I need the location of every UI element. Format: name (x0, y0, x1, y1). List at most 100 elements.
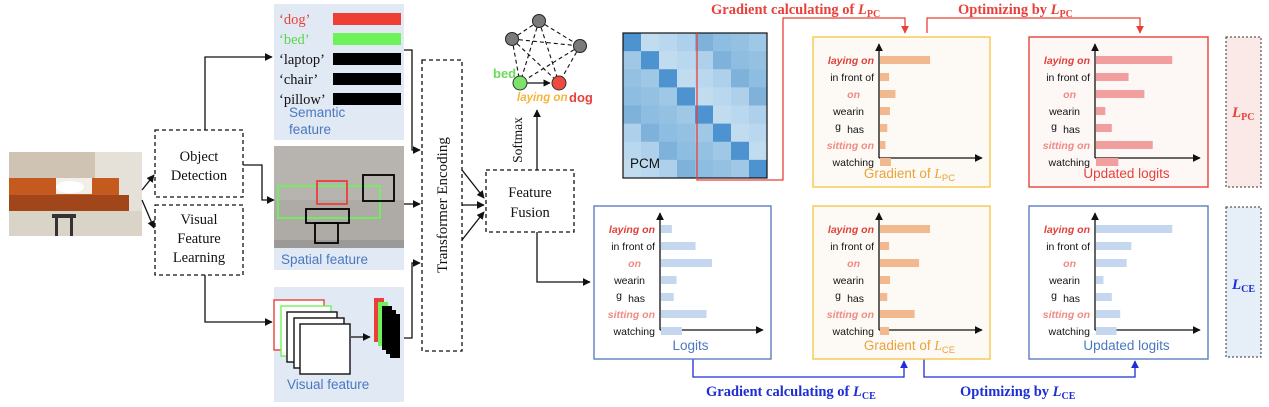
pcm-cell (713, 69, 732, 88)
bar (880, 293, 888, 301)
bar (880, 327, 890, 335)
pcm-cell (731, 123, 750, 143)
visual-feature-learning-box: Visual Feature Learning (154, 204, 244, 276)
bar (661, 310, 707, 318)
predicate-label: sitting on (1043, 140, 1090, 152)
predicate-label: g (835, 121, 841, 133)
bar (661, 225, 672, 233)
predicate-label: laying on (828, 224, 874, 236)
graph-node (573, 39, 587, 53)
predicate-label: in front of (1046, 241, 1090, 253)
bar (880, 90, 896, 98)
bar (880, 276, 891, 284)
bar (1096, 107, 1106, 115)
pcm-cell (713, 141, 732, 161)
pcm-cell (749, 87, 768, 106)
bar (1096, 73, 1129, 81)
bar (880, 141, 886, 149)
graph-node-dog-label: dog (569, 90, 593, 105)
graph-node (532, 14, 546, 28)
pcm-cell (641, 51, 660, 70)
bar (1096, 225, 1173, 233)
pcm-cell (659, 51, 678, 70)
predicate-label: watching (832, 157, 875, 169)
bar (661, 242, 696, 250)
object-detection-label-1: Object (180, 149, 219, 165)
pcm-cell (659, 159, 678, 179)
scene-graph: bed dog laying on (493, 14, 593, 105)
semantic-word: ‘dog’ (279, 12, 310, 28)
pcm-cell (677, 159, 696, 179)
pcm-label: PCM (630, 156, 660, 171)
pcm-cell (731, 141, 750, 161)
pcm-cell (731, 87, 750, 106)
softmax-connector: Softmax (510, 109, 541, 170)
bottom-blue-arrows (692, 359, 1139, 378)
bar (1096, 158, 1119, 166)
pcm-cell (623, 87, 642, 106)
graph-node-bed-label: bed (493, 66, 516, 81)
predicate-label: wearin (832, 106, 864, 118)
panel-title: Gradient of LPC (864, 166, 955, 184)
graph-node-bed (512, 75, 528, 91)
spatial-feature-label: Spatial feature (281, 252, 368, 267)
pcm-cell (695, 51, 714, 70)
semantic-word: ‘pillow’ (279, 92, 326, 108)
pcm-cell (677, 87, 696, 106)
predicate-label: on (847, 258, 860, 270)
bar (880, 242, 890, 250)
bar (880, 259, 920, 267)
pcm-cell (659, 33, 678, 52)
graph-node-dog (551, 75, 567, 91)
pcm-cell (731, 159, 750, 179)
bar (880, 225, 931, 233)
pcm-cell (749, 123, 768, 143)
graph-edge-label: laying on (517, 92, 567, 104)
pcm-cell (695, 87, 714, 106)
predicate-label: sitting on (827, 309, 874, 321)
pcm-cell (641, 159, 660, 179)
semantic-word: ‘chair’ (279, 72, 318, 88)
object-detection-box: Object Detection (154, 129, 244, 198)
pcm-cell (713, 51, 732, 70)
predicate-label: has (847, 124, 864, 136)
predicate-label: in front of (611, 241, 655, 253)
softmax-label: Softmax (510, 117, 525, 163)
pcm-cell (713, 87, 732, 106)
predicate-label: sitting on (608, 309, 655, 321)
pcm-cell (659, 105, 678, 125)
loss-label-pc-box: LPC (1225, 36, 1262, 188)
bar (1096, 124, 1112, 132)
semantic-word-bar (333, 93, 401, 105)
predicate-label: wearin (613, 275, 645, 287)
object-detection-label-2: Detection (171, 168, 228, 184)
pcm-cell (641, 123, 660, 143)
predicate-label: has (847, 293, 864, 305)
input-arrows (141, 174, 155, 229)
predicate-label: g (616, 290, 622, 302)
semantic-word-bar (333, 53, 401, 65)
bar (880, 158, 891, 166)
predicate-label: g (835, 290, 841, 302)
pcm-cell (623, 51, 642, 70)
visual-feature-panel: Visual feature (273, 287, 404, 402)
bar (1096, 90, 1145, 98)
bar (1096, 141, 1153, 149)
predicate-label: wearin (1048, 275, 1080, 287)
panel-title: Logits (672, 338, 708, 353)
predicate-label: laying on (1044, 224, 1090, 236)
pcm-cell (677, 123, 696, 143)
predicate-label: sitting on (1043, 309, 1090, 321)
bar (880, 310, 915, 318)
pcm-cell (749, 69, 768, 88)
pcm-cell (695, 69, 714, 88)
gradient-calc-ce-label: Gradient calculating of LCE (706, 384, 876, 402)
pcm-cell (677, 51, 696, 70)
bar (1096, 293, 1112, 301)
pcm-cell (623, 141, 642, 161)
optimizing-ce-label: Optimizing by LCE (960, 384, 1076, 402)
pcm-cell (695, 141, 714, 161)
